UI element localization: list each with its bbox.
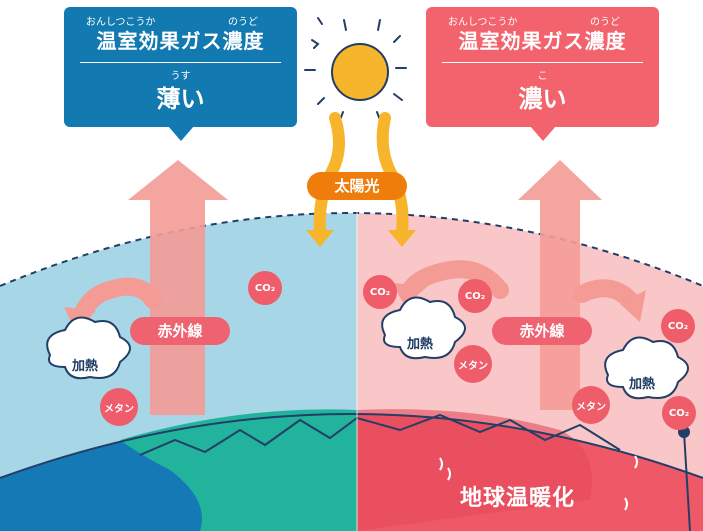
return-arrowhead-right-a (392, 283, 428, 306)
methane-molecule-1: メタン (100, 388, 138, 426)
panel-divider-left (80, 62, 281, 63)
heating-label-right-1: 加熱 (406, 337, 433, 352)
heat-wave-marks (439, 455, 638, 511)
co2-molecule-2: CO₂ (363, 275, 397, 309)
return-arrow-right-b (573, 279, 639, 309)
escaping-infrared-arrow-left (128, 160, 228, 415)
title-ruby-right-1: おんしつこうか (448, 17, 518, 28)
title-ruby-right-2: のうど (590, 17, 620, 28)
sunlight-arrowhead-right (388, 230, 416, 247)
return-arrow-left (73, 277, 162, 324)
escaping-infrared-arrow-right (518, 160, 602, 410)
co2-molecule-4: CO₂ (661, 309, 695, 343)
panel-divider-right (442, 62, 643, 63)
co2-molecule-5: CO₂ (662, 396, 696, 430)
concentration-level-right: 濃い (518, 85, 567, 113)
thermometer-line (683, 431, 691, 531)
co2-molecule-1: CO₂ (248, 271, 282, 305)
panel-title-right: 温室効果ガス濃度 (458, 29, 627, 53)
global-warming-label: 地球温暖化 (460, 486, 576, 511)
thin-concentration-panel: おんしつこうか のうど 温室効果ガス濃度 うす 薄い (64, 7, 297, 141)
sunlight-arrowhead-left (306, 230, 334, 247)
methane-molecule-2: メタン (454, 345, 492, 383)
thick-concentration-panel: おんしつこうか のうど 温室効果ガス濃度 こ 濃い (426, 7, 659, 141)
co2-molecule-3: CO₂ (458, 279, 492, 313)
title-ruby-left-2: のうど (228, 17, 258, 28)
level-ruby-right: こ (537, 71, 548, 82)
infrared-label-left: 赤外線 (130, 317, 230, 345)
heating-label-right-2: 加熱 (628, 377, 655, 392)
panel-title-left: 温室効果ガス濃度 (96, 29, 265, 53)
earth-warm (357, 409, 703, 531)
return-arrowhead-right-b (620, 290, 646, 322)
heat-cloud-right-1 (381, 296, 466, 360)
title-ruby-left-1: おんしつこうか (86, 17, 156, 28)
heat-cloud-right-2 (604, 336, 689, 400)
sun-icon (304, 17, 407, 121)
methane-molecule-3: メタン (572, 386, 610, 424)
heat-cloud-left (46, 316, 131, 380)
level-ruby-left: うす (170, 71, 191, 82)
infrared-label-right: 赤外線 (492, 317, 592, 345)
heating-label-left: 加熱 (71, 359, 98, 374)
return-arrow-right-a (401, 260, 509, 299)
sunlight-label: 太陽光 (307, 172, 407, 200)
earth-rim (0, 413, 703, 479)
concentration-level-left: 薄い (156, 85, 205, 113)
